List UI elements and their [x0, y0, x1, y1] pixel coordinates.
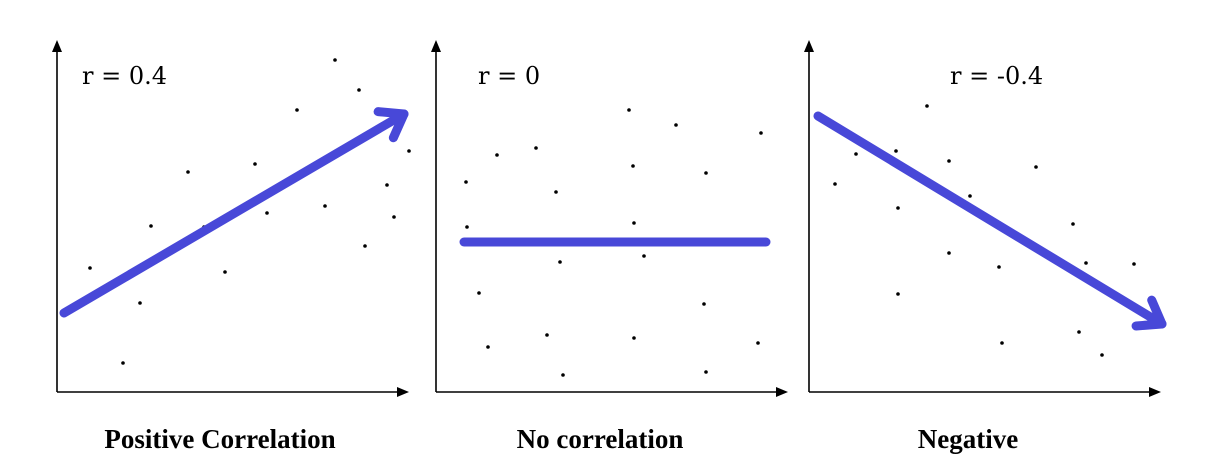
caption-negative: Negative — [918, 424, 1018, 454]
data-point-negative-1 — [833, 182, 837, 186]
panel-positive-correlation: r = 0.4 Positive Correlation — [52, 40, 411, 454]
data-point-positive-13 — [357, 88, 361, 92]
trend-arrowhead-negative — [1131, 295, 1167, 331]
data-point-negative-15 — [1084, 261, 1088, 265]
caption-positive-correlation: Positive Correlation — [104, 424, 335, 454]
data-point-no-correlation-20 — [756, 341, 760, 345]
data-point-negative-3 — [894, 149, 898, 153]
data-point-negative-10 — [997, 265, 1001, 269]
data-point-negative-14 — [1077, 330, 1081, 334]
data-point-negative-6 — [925, 104, 929, 108]
data-point-positive-16 — [392, 215, 396, 219]
trend-arrowhead-positive — [373, 107, 409, 143]
data-point-no-correlation-14 — [632, 336, 636, 340]
x-axis-arrowhead-positive — [397, 387, 409, 397]
data-point-no-correlation-2 — [465, 225, 469, 229]
data-point-no-correlation-16 — [674, 123, 678, 127]
data-point-no-correlation-21 — [759, 131, 763, 135]
data-point-negative-12 — [1034, 165, 1038, 169]
y-axis-arrowhead-negative — [804, 40, 814, 52]
data-point-no-correlation-19 — [704, 370, 708, 374]
data-point-positive-5 — [186, 170, 190, 174]
data-point-no-correlation-10 — [561, 373, 565, 377]
data-point-positive-17 — [407, 149, 411, 153]
caption-no-correlation: No correlation — [517, 424, 684, 454]
data-point-no-correlation-1 — [464, 180, 468, 184]
data-point-positive-4 — [149, 224, 153, 228]
data-point-no-correlation-15 — [642, 254, 646, 258]
data-point-negative-5 — [896, 292, 900, 296]
data-point-no-correlation-8 — [554, 190, 558, 194]
panel-no-correlation: r = 0 No correlation — [431, 40, 788, 454]
data-point-no-correlation-6 — [534, 146, 538, 150]
trend-line-positive — [59, 109, 409, 318]
y-axis-arrowhead-no-correlation — [431, 40, 441, 52]
data-point-no-correlation-9 — [558, 260, 562, 264]
data-point-positive-10 — [295, 108, 299, 112]
data-point-no-correlation-7 — [545, 333, 549, 337]
data-point-positive-11 — [323, 204, 327, 208]
data-point-negative-11 — [1000, 341, 1004, 345]
data-point-negative-7 — [947, 159, 951, 163]
data-point-positive-8 — [253, 162, 257, 166]
data-point-negative-8 — [947, 251, 951, 255]
data-point-positive-3 — [138, 301, 142, 305]
data-point-negative-17 — [1132, 262, 1136, 266]
trend-line-negative — [813, 111, 1167, 329]
data-point-negative-13 — [1071, 222, 1075, 226]
data-point-no-correlation-5 — [495, 153, 499, 157]
x-axis-arrowhead-negative — [1149, 387, 1161, 397]
r-label-positive: r = 0.4 — [82, 62, 167, 90]
data-point-negative-4 — [896, 206, 900, 210]
y-axis-arrowhead-positive — [52, 40, 62, 52]
data-point-no-correlation-12 — [631, 164, 635, 168]
data-point-positive-15 — [385, 183, 389, 187]
data-point-negative-2 — [854, 152, 858, 156]
data-point-no-correlation-4 — [486, 345, 490, 349]
data-point-no-correlation-18 — [704, 171, 708, 175]
data-point-positive-1 — [88, 266, 92, 270]
data-point-no-correlation-3 — [477, 291, 481, 295]
x-axis-arrowhead-no-correlation — [776, 387, 788, 397]
data-point-negative-9 — [968, 194, 972, 198]
panel-negative-correlation: r = -0.4 Negative — [804, 40, 1167, 454]
r-label-no-correlation: r = 0 — [478, 62, 540, 90]
data-point-positive-7 — [223, 270, 227, 274]
data-point-positive-12 — [333, 58, 337, 62]
data-point-positive-9 — [265, 211, 269, 215]
data-point-negative-16 — [1100, 353, 1104, 357]
data-point-no-correlation-13 — [632, 221, 636, 225]
data-point-no-correlation-11 — [627, 108, 631, 112]
data-point-positive-2 — [121, 361, 125, 365]
data-point-positive-14 — [363, 244, 367, 248]
r-label-negative: r = -0.4 — [950, 62, 1043, 90]
data-point-no-correlation-17 — [702, 302, 706, 306]
